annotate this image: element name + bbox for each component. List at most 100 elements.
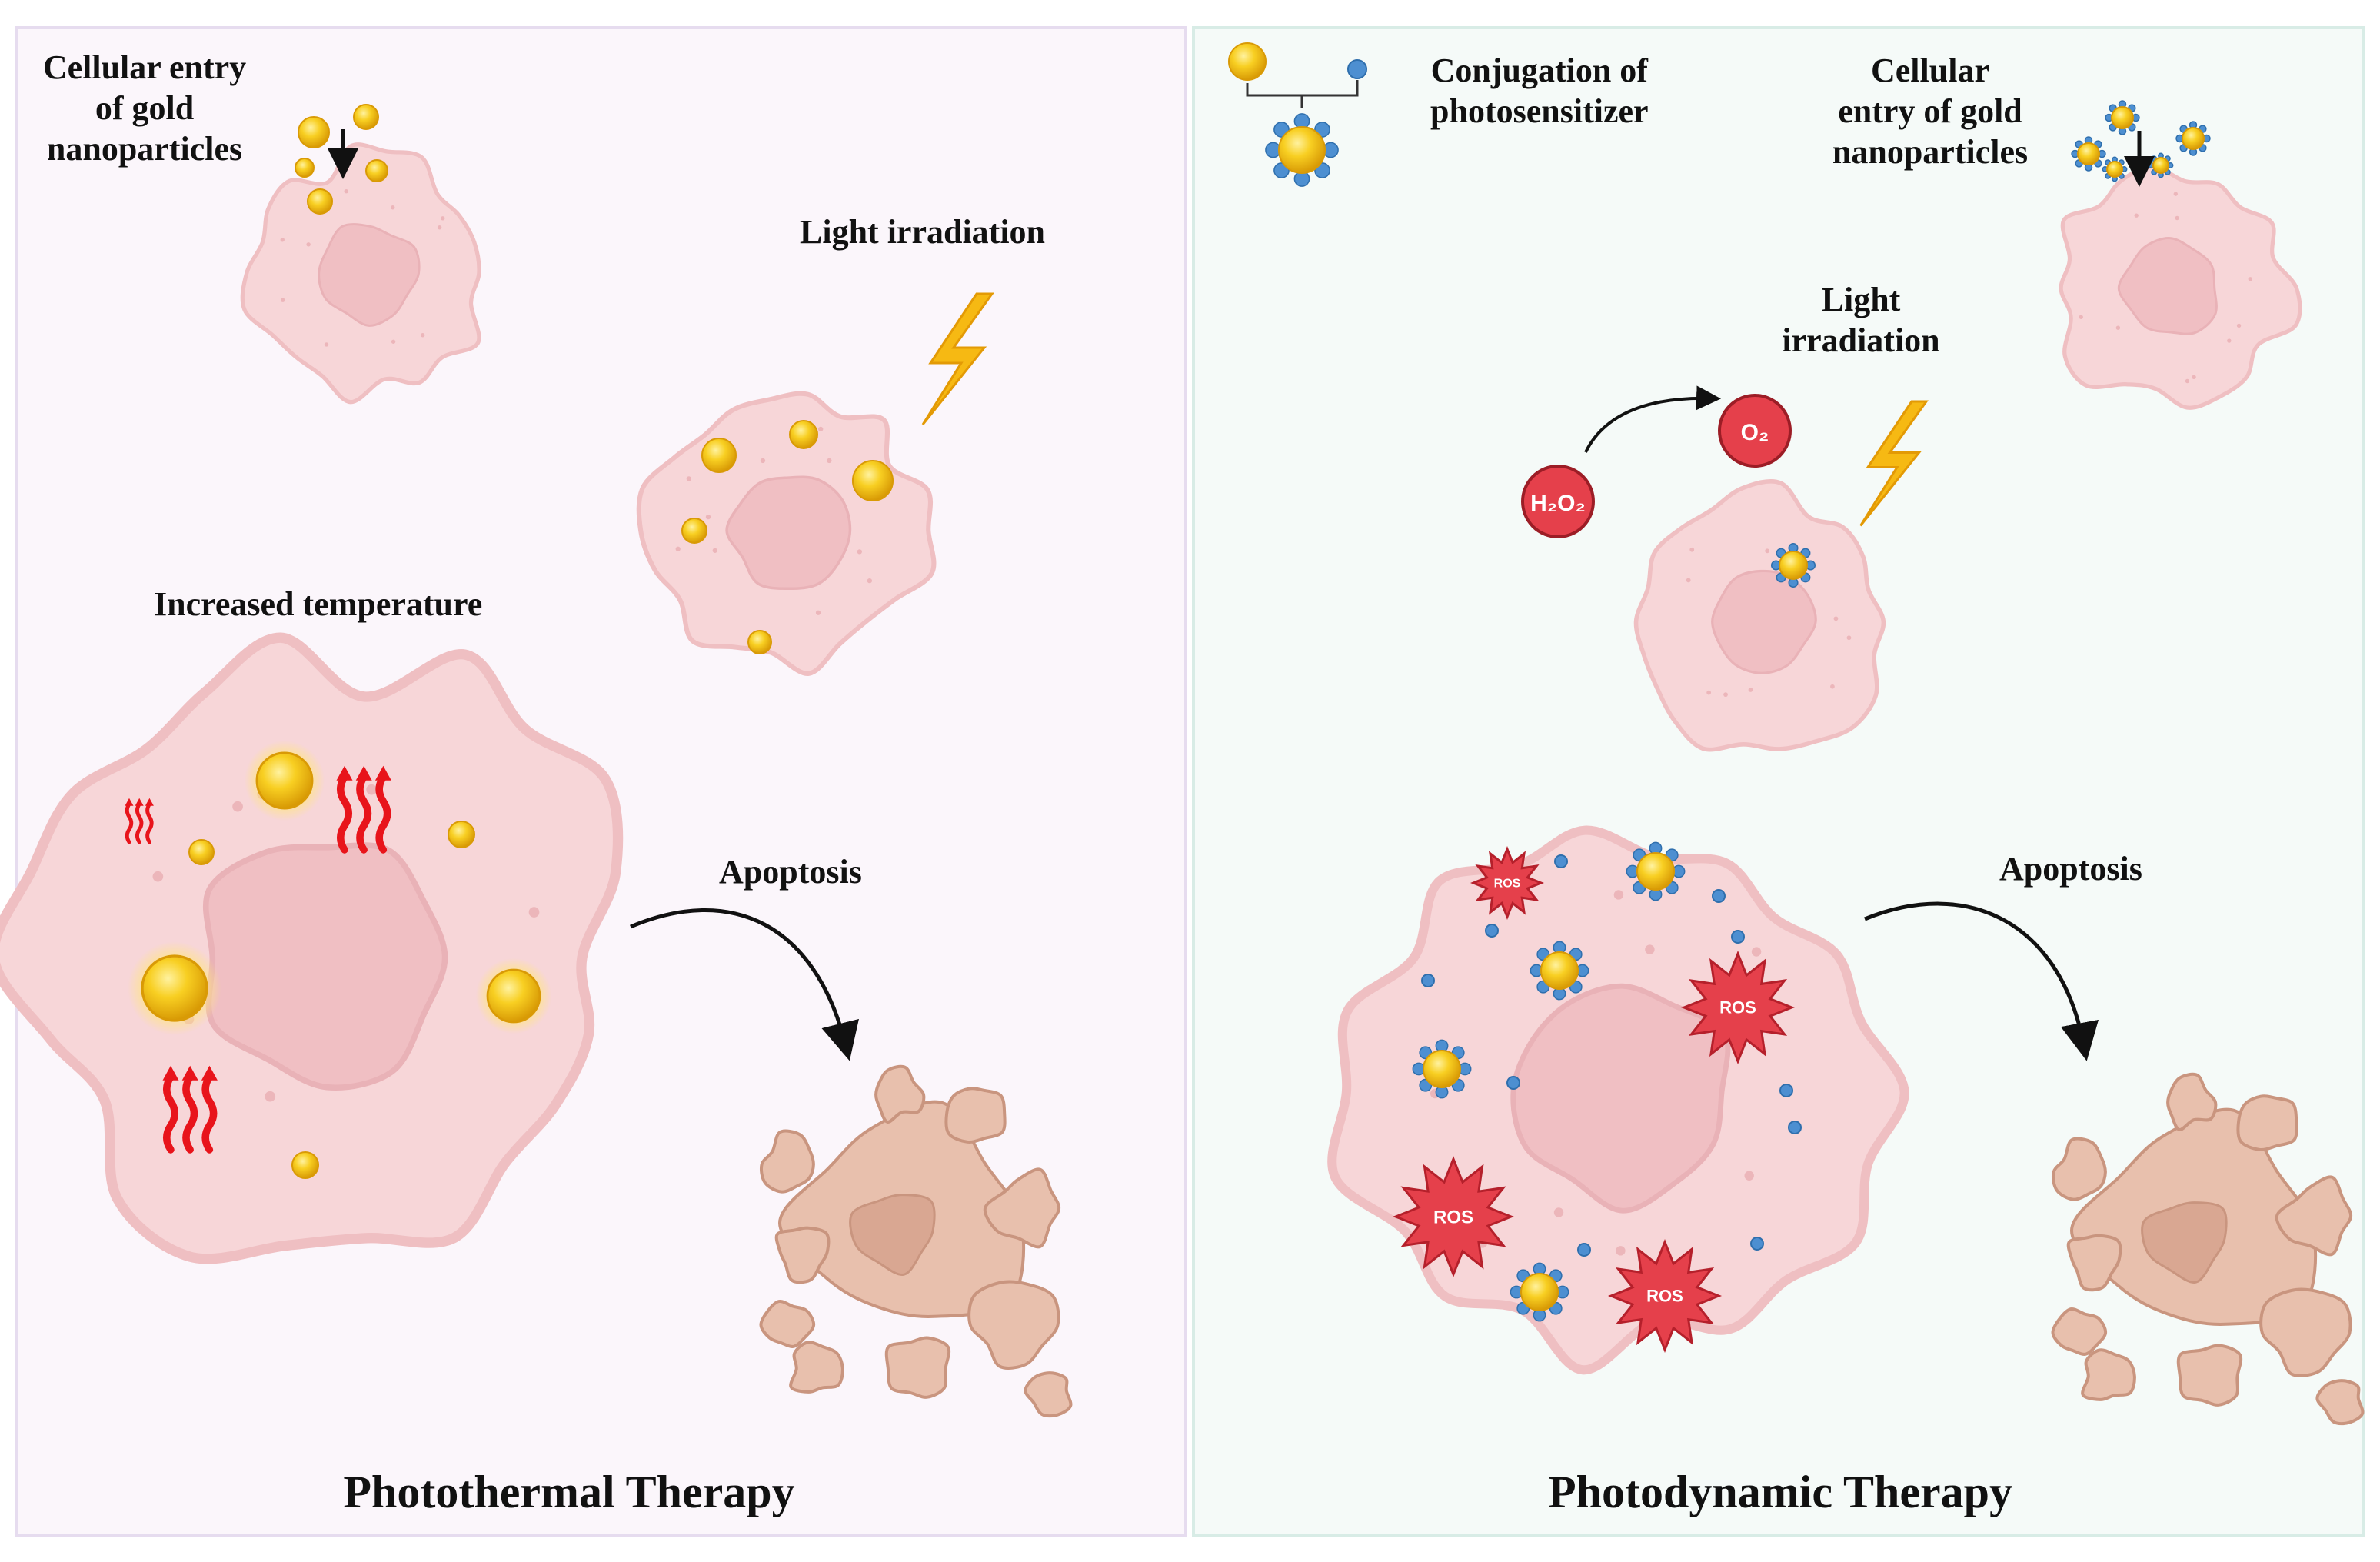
ros-burst-icon: ROS xyxy=(1607,1238,1723,1354)
h2o2-circle xyxy=(1521,465,1595,538)
cell-granule xyxy=(232,801,243,812)
cell-granule xyxy=(391,205,395,210)
gold-nanoparticle xyxy=(448,821,475,848)
ptt-entry-line3: nanoparticles xyxy=(46,129,243,168)
gold-core xyxy=(291,1151,319,1179)
conj-photosensitizer xyxy=(1347,59,1367,79)
pdt-light-line1: Light xyxy=(1821,281,1901,318)
cell-fragment xyxy=(1024,1371,1073,1418)
cell-granule xyxy=(1645,944,1655,954)
cell-granule xyxy=(1830,684,1835,689)
cell-granule xyxy=(1553,1207,1564,1217)
gold-core xyxy=(1423,1050,1461,1088)
fragment-nucleus xyxy=(2141,1201,2228,1284)
ptt-cell-entry xyxy=(240,142,481,405)
cell-granule xyxy=(1765,548,1770,554)
gold-nanoparticle xyxy=(244,740,325,821)
heat-arrow-head xyxy=(181,1065,198,1081)
ptt-light-label: Light irradiation xyxy=(800,213,1046,251)
ros-label: ROS xyxy=(1494,878,1521,891)
photosensitizer-dot xyxy=(1554,854,1568,868)
cell-granule xyxy=(2079,315,2083,319)
cell-granule xyxy=(1616,1246,1626,1256)
cell-nucleus xyxy=(318,223,421,327)
cell-granule xyxy=(2192,375,2196,380)
cell-granule xyxy=(1689,547,1695,552)
cell-granule xyxy=(306,242,311,247)
photosensitizer-dot xyxy=(1750,1237,1764,1251)
gold-nanoparticle xyxy=(307,188,333,215)
ptt-temperature-label: Increased temperature xyxy=(154,585,483,623)
gold-nanoparticle xyxy=(789,420,818,449)
gold-nanoparticle xyxy=(747,630,772,654)
cell-granule xyxy=(366,784,377,795)
photosensitizer-dot xyxy=(1788,1121,1802,1134)
gold-core xyxy=(1540,951,1579,990)
gold-core xyxy=(365,159,388,182)
cell-fragment xyxy=(759,1129,815,1194)
cell-granule xyxy=(2227,338,2232,343)
gold-nanoparticle xyxy=(128,941,221,1035)
cell-granule xyxy=(712,548,717,553)
cell-granule xyxy=(391,339,396,344)
gold-nanoparticle xyxy=(851,459,894,502)
cell-granule xyxy=(265,1091,276,1102)
cell-fragment xyxy=(967,1280,1060,1370)
conjugated-nanoparticle xyxy=(1770,542,1816,588)
ptt-title: Photothermal Therapy xyxy=(343,1467,795,1517)
cell-granule xyxy=(815,610,821,615)
ptt-apoptotic-cell xyxy=(759,1064,1073,1418)
gold-core xyxy=(789,420,818,449)
heat-arrow-head xyxy=(125,798,134,806)
heat-wave xyxy=(145,802,154,844)
ptt-cell-heated xyxy=(0,632,624,1264)
pdt-apoptosis-arrow xyxy=(1864,901,2099,1061)
cell-fragment xyxy=(2259,1287,2352,1377)
ros-label: ROS xyxy=(1433,1207,1473,1227)
cell-granule xyxy=(675,546,681,551)
pdt-title: Photodynamic Therapy xyxy=(1548,1467,2012,1517)
cell-granule xyxy=(2236,323,2242,328)
h2o2-text: H₂O₂ xyxy=(1530,491,1586,516)
cell-granule xyxy=(1723,692,1728,698)
gold-core xyxy=(188,839,215,865)
heat-waves-bottom-icon xyxy=(162,1065,218,1154)
cell-granule xyxy=(857,549,862,555)
heat-wave xyxy=(182,1073,198,1154)
cell-fragment xyxy=(2081,1348,2136,1401)
heat-arrow-head xyxy=(374,765,391,781)
ptt-apoptosis-arrow xyxy=(630,908,859,1061)
gold-core xyxy=(1520,1273,1559,1311)
conj-gold-nanoparticle xyxy=(1228,42,1267,81)
o2-text: O₂ xyxy=(1741,420,1769,445)
cell-fragment xyxy=(789,1341,844,1394)
o2-circle xyxy=(1718,394,1792,468)
cell-fragment xyxy=(2066,1234,2122,1292)
heat-arrow-head xyxy=(336,765,353,781)
photosensitizer-dot xyxy=(1506,1076,1520,1090)
gold-core xyxy=(1228,42,1267,81)
h2o2-molecule: H₂O₂ xyxy=(1521,465,1595,538)
gold-core xyxy=(295,158,315,178)
cell-granule xyxy=(281,298,285,302)
cell-fragment xyxy=(874,1064,926,1124)
pdt-light-label: Light irradiation xyxy=(1761,280,1961,361)
cell-fragment xyxy=(944,1087,1007,1144)
pdt-apoptotic-cell xyxy=(2051,1072,2365,1426)
gold-nanoparticle xyxy=(298,116,330,148)
cell-granule xyxy=(441,216,445,221)
cell-granule xyxy=(1846,635,1852,641)
photosensitizer-dot xyxy=(1485,924,1499,938)
cell-nucleus xyxy=(725,475,852,591)
gold-core xyxy=(2152,157,2169,174)
heat-wave xyxy=(201,1073,218,1154)
ros-star xyxy=(1680,950,1796,1065)
o2-molecule: O₂ xyxy=(1718,394,1792,468)
conjugated-nanoparticle xyxy=(1510,1262,1569,1322)
cell-fragment xyxy=(2275,1175,2353,1257)
cell-fragment xyxy=(2051,1137,2107,1201)
heat-arrow-head xyxy=(355,765,372,781)
cell-granule xyxy=(760,458,766,464)
pdt-entry-label: Cellular entry of gold nanoparticles xyxy=(1822,51,2038,172)
